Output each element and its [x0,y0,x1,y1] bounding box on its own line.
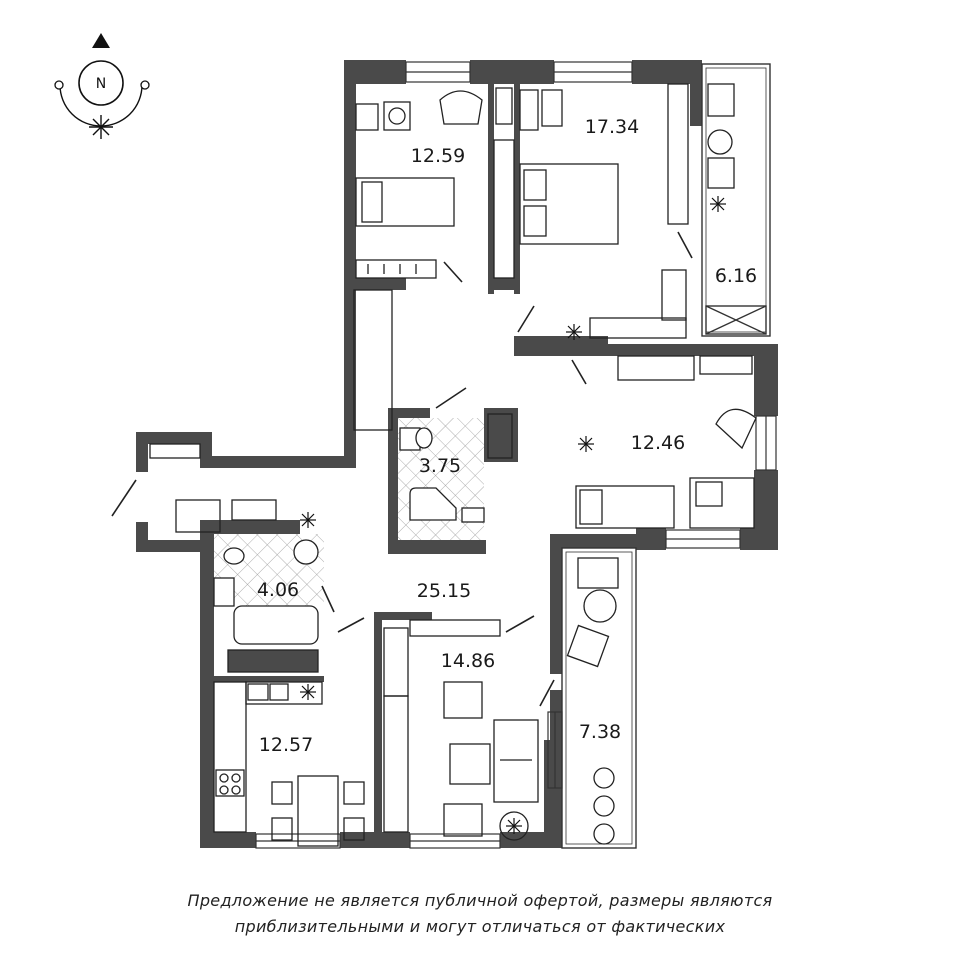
bedroom-1-furniture [353,87,515,431]
living-room-furniture [383,619,539,841]
room-area-living-room: 14.86 [441,650,495,672]
bathroom-2-fixtures [213,539,319,673]
walls [136,60,778,848]
plant-icon [300,684,316,700]
closet-furniture [149,443,277,533]
room-area-bathroom-2: 4.06 [257,579,299,601]
sun-icon [89,115,113,139]
disclaimer: Предложение не является публичной оферто… [0,888,960,940]
room-area-balcony-2: 7.38 [579,721,621,743]
room-area-bedroom-2: 17.34 [585,116,639,138]
bathroom-1-fixtures [399,413,513,523]
plant-icon [710,196,726,212]
compass-arrow-icon [92,33,110,48]
room-area-bedroom-1: 12.59 [411,145,465,167]
room-area-balcony-1: 6.16 [715,265,757,287]
disclaimer-line-2: приблизительными и могут отличаться от ф… [234,917,726,936]
room-area-bedroom-3: 12.46 [631,432,685,454]
plant-icon [506,818,522,834]
room-area-kitchen: 12.57 [259,734,313,756]
compass: N [54,33,150,139]
disclaimer-line-1: Предложение не является публичной оферто… [187,891,773,910]
plant-icon [578,436,594,452]
kitchen-furniture [213,681,365,847]
balconies [561,63,771,849]
balcony-1-furniture [707,83,735,189]
plant-icon [300,512,316,528]
plant-icons [300,196,726,834]
compass-north-label: N [96,76,106,92]
plant-icon [566,324,582,340]
bedroom-2-furniture [519,83,689,339]
balcony-2-furniture [566,557,619,845]
room-area-hall: 25.15 [417,580,471,602]
doors [111,231,693,707]
windows [255,61,777,849]
room-area-bathroom-1: 3.75 [419,455,461,477]
bedroom-3-furniture [575,355,757,529]
